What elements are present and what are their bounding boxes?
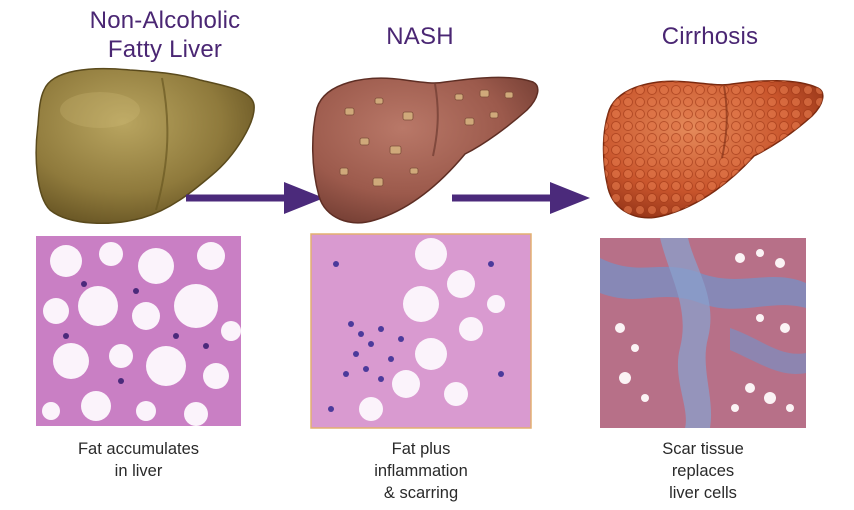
nash-liver-illustration — [312, 76, 539, 224]
fatty-liver-micrograph — [36, 236, 241, 426]
stage-1-title: Non-Alcoholic Fatty Liver — [40, 6, 290, 64]
stage-1-title-line-1: Non-Alcoholic — [89, 7, 241, 34]
stage-2-caption: Fat plus inflammation & scarring — [311, 438, 531, 504]
stage-3-caption-line-2: replaces — [671, 462, 735, 480]
cirrhosis-micrograph — [600, 238, 806, 428]
stage-1-title-line-2: Fatty Liver — [107, 36, 223, 63]
stage-2-caption-line-2: inflammation — [374, 462, 468, 480]
progression-arrow-2 — [452, 182, 590, 214]
progression-arrow-1 — [186, 182, 324, 214]
stage-3-title: Cirrhosis — [620, 22, 800, 51]
stage-3-caption: Scar tissue replaces liver cells — [600, 438, 806, 504]
stage-3-caption-line-3: liver cells — [669, 484, 737, 502]
fatty-liver-illustration — [35, 67, 255, 224]
stage-1-caption-line-1: Fat accumulates — [77, 440, 200, 458]
stage-2-caption-line-1: Fat plus — [391, 440, 451, 458]
stage-3-title-line-1: Cirrhosis — [661, 23, 759, 50]
stage-2-title-line-1: NASH — [386, 23, 454, 50]
stage-3-caption-line-1: Scar tissue — [662, 440, 744, 458]
nash-micrograph — [310, 233, 532, 429]
stage-1-caption: Fat accumulates in liver — [36, 438, 241, 482]
stage-2-title: NASH — [330, 22, 510, 51]
stage-1-caption-line-2: in liver — [114, 462, 163, 480]
cirrhosis-liver-illustration — [602, 80, 824, 219]
stage-2-caption-line-3: & scarring — [383, 484, 459, 502]
